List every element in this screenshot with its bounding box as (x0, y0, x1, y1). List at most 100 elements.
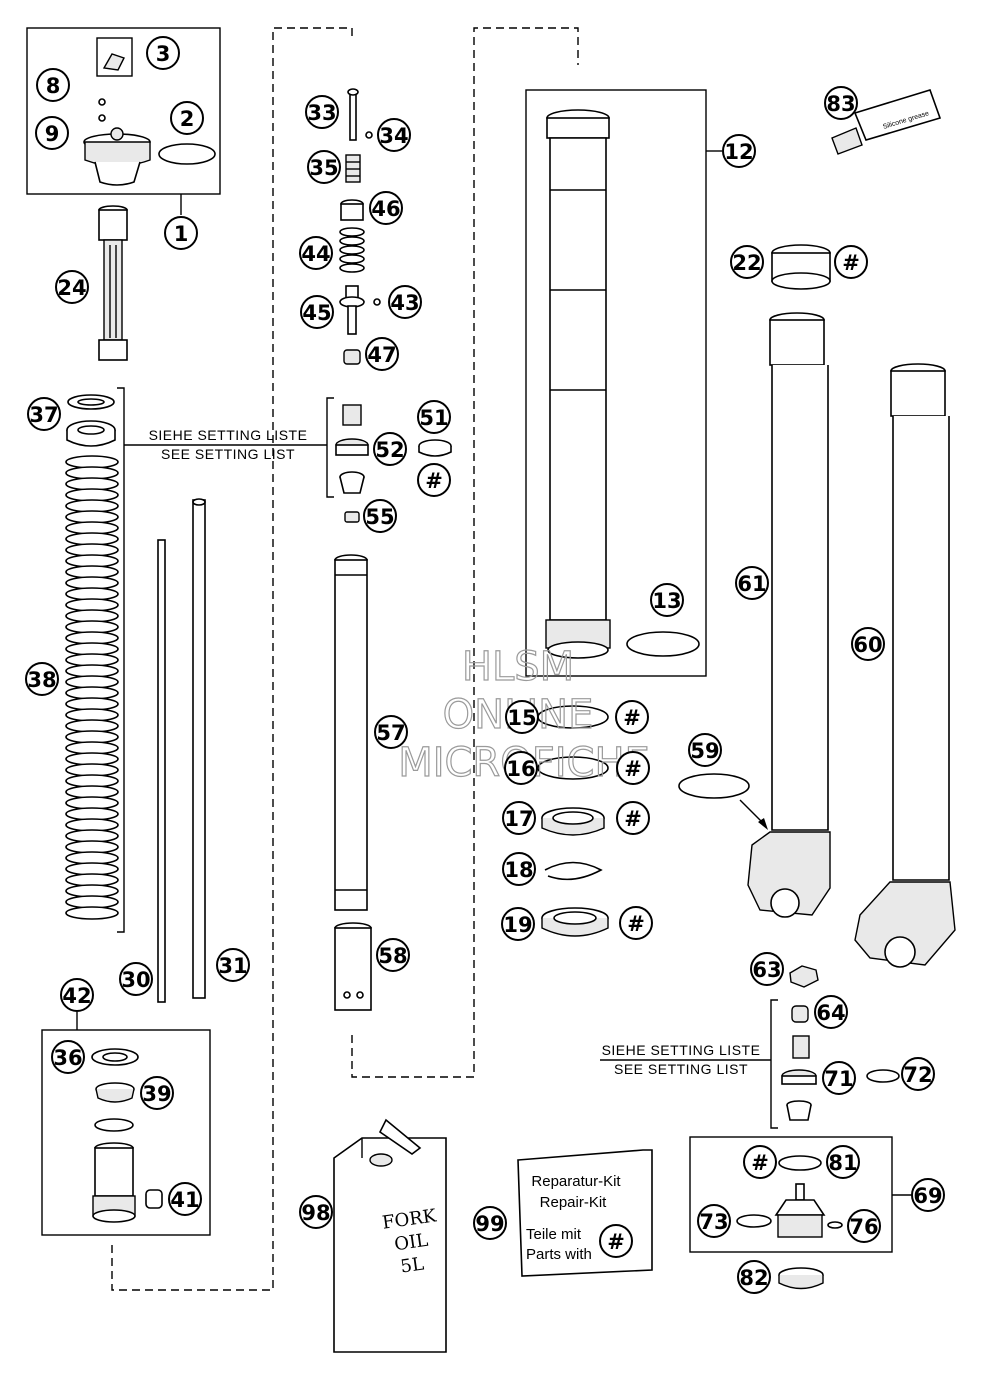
bracket-spring (117, 387, 125, 933)
callout-label: 42 (62, 984, 91, 1008)
part-9-oring (98, 114, 106, 122)
bracket-bottom-valve (770, 999, 778, 1129)
callout-81: 81 (826, 1145, 860, 1179)
bracket-piston (326, 397, 334, 498)
callout-2: 2 (170, 101, 204, 135)
part-30-rod (157, 539, 166, 1003)
part-61-fork-leg (747, 312, 831, 918)
part-cap-body (83, 127, 151, 186)
callout-label: 34 (379, 124, 408, 148)
callout-61: 61 (735, 566, 769, 600)
callout-label: 2 (180, 107, 195, 131)
callout-label: 52 (375, 438, 404, 462)
callout-18: 18 (502, 852, 536, 886)
callout-label: 58 (378, 944, 407, 968)
repair-kit-hash-marker: # (615, 700, 649, 734)
callout-label: 22 (732, 251, 761, 275)
kit-card-hash-marker: # (599, 1224, 633, 1258)
kit-line2: Repair-Kit (540, 1194, 608, 1211)
callout-13: 13 (650, 583, 684, 617)
callout-83: 83 (824, 86, 858, 120)
callout-label: 33 (307, 101, 336, 125)
callout-label: 83 (826, 92, 855, 116)
callout-17: 17 (502, 801, 536, 835)
part-58-sleeve (334, 922, 372, 1011)
part-98-oil-can: FORK OIL 5L (333, 1118, 447, 1353)
callout-label: 63 (752, 958, 781, 982)
callout-label: 30 (121, 968, 150, 992)
callout-24: 24 (55, 270, 89, 304)
callout-label: # (624, 807, 642, 831)
callout-label: 99 (475, 1212, 504, 1236)
callout-label: 47 (367, 343, 396, 367)
callout-label: # (624, 757, 642, 781)
callout-19: 19 (501, 907, 535, 941)
callout-34: 34 (377, 118, 411, 152)
frame-cartridge-bottom (41, 1029, 211, 1236)
callout-63: 63 (750, 952, 784, 986)
part-19-dust-seal (541, 907, 609, 937)
callout-82: 82 (737, 1260, 771, 1294)
part-76-washer (827, 1221, 843, 1229)
part-55-nut (344, 511, 360, 523)
part-2-oring (158, 143, 216, 165)
oil-can-line2: OIL (393, 1230, 429, 1256)
part-35-spring (345, 154, 361, 183)
callout-label: 76 (849, 1215, 878, 1239)
part-13-oring (626, 631, 700, 657)
callout-37: 37 (27, 397, 61, 431)
part-47-nut (343, 349, 361, 365)
part-37-spring-seat (66, 394, 116, 447)
callout-64: 64 (814, 995, 848, 1029)
callout-label: 61 (737, 572, 766, 596)
callout-label: 8 (46, 74, 61, 98)
part-57-inner-tube (334, 554, 368, 911)
callout-label: 64 (816, 1001, 845, 1025)
callout-label: 51 (419, 406, 448, 430)
callout-label: 35 (309, 156, 338, 180)
part-43-ball (373, 298, 381, 306)
callout-15: 15 (505, 700, 539, 734)
callout-58: 58 (376, 938, 410, 972)
callout-41: 41 (168, 1182, 202, 1216)
callout-label: 17 (504, 807, 533, 831)
part-73-oring (736, 1214, 772, 1228)
callout-22: 22 (730, 245, 764, 279)
callout-label: 12 (724, 140, 753, 164)
callout-label: 98 (301, 1201, 330, 1225)
callout-52: 52 (373, 432, 407, 466)
watermark-line1: HLSM (462, 644, 574, 690)
callout-label: 46 (371, 197, 400, 221)
callout-label: 13 (652, 589, 681, 613)
callout-label: 1 (174, 222, 189, 246)
part-99-repair-kit-card: Reparatur-Kit Repair-Kit Teile mit Parts… (517, 1149, 653, 1277)
dashed-connector-left (111, 27, 353, 1291)
part-72-oring (866, 1069, 900, 1083)
part-36-washer (91, 1048, 139, 1066)
callout-98: 98 (299, 1195, 333, 1229)
part-valve-spring (792, 1035, 810, 1059)
kit-card-symbol: # (607, 1230, 625, 1254)
callout-label: 44 (301, 242, 330, 266)
part-22-bushing (771, 244, 831, 290)
callout-59: 59 (688, 733, 722, 767)
callout-71: 71 (822, 1061, 856, 1095)
part-piston-stack (335, 404, 369, 494)
callout-16: 16 (504, 751, 538, 785)
part-39-seal (95, 1082, 135, 1103)
callout-99: 99 (473, 1206, 507, 1240)
callout-label: 59 (690, 739, 719, 763)
callout-76: 76 (847, 1209, 881, 1243)
part-12-outer-tube (545, 109, 611, 659)
callout-12: 12 (722, 134, 756, 168)
callout-47: 47 (365, 337, 399, 371)
callout-57: 57 (374, 715, 408, 749)
callout-label: 38 (27, 668, 56, 692)
part-31-tube (192, 498, 206, 999)
callout-label: 9 (45, 122, 60, 146)
callout-73: 73 (697, 1204, 731, 1238)
callout-label: 16 (506, 757, 535, 781)
callout-60: 60 (851, 627, 885, 661)
setting-note-en-right: SEE SETTING LIST (614, 1061, 748, 1077)
